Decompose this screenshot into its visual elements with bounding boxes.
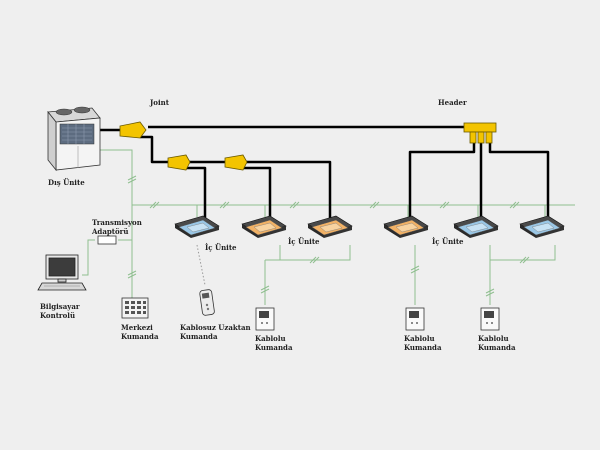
refrigerant-piping — [100, 125, 550, 218]
header-label: Header — [438, 98, 467, 107]
wireless-label-2: Kumanda — [180, 332, 218, 341]
indoor-unit-label-2: İç Ünite — [288, 237, 320, 246]
wired-label-2a: Kablolu — [404, 334, 435, 343]
pipe-unit-6 — [488, 142, 550, 218]
central-controller-icon — [121, 297, 149, 319]
transmission-label-2: Adaptörü — [91, 227, 128, 236]
pipe-unit-3 — [243, 160, 332, 218]
wired-label-1b: Kumanda — [255, 343, 293, 352]
cassette-unit-2 — [241, 215, 287, 239]
wireless-label-1: Kablosuz Uzaktan — [180, 323, 251, 332]
computer-icon — [37, 254, 87, 291]
joint-fittings — [119, 121, 248, 171]
wired-label-1a: Kablolu — [255, 334, 286, 343]
indoor-cassette-units — [174, 215, 565, 239]
outdoor-signal-wire — [95, 149, 133, 205]
outdoor-unit-icon — [47, 106, 101, 172]
cassette-unit-1 — [174, 215, 220, 239]
central-label-2: Kumanda — [121, 332, 159, 341]
indoor-unit-label-3: İç Ünite — [432, 237, 464, 246]
pipe-unit-4 — [408, 142, 476, 218]
cassette-unit-5 — [453, 215, 499, 239]
wired-remote-icon-1 — [255, 307, 275, 331]
main-joint-icon — [119, 121, 147, 139]
wired-remote-icon-2 — [405, 307, 425, 331]
transmission-label-1: Transmisyon — [92, 218, 142, 227]
joint-1-icon — [167, 154, 191, 171]
transmission-adapter-icon — [97, 235, 117, 245]
remote-wire-1 — [264, 259, 280, 305]
pipe-unit-1 — [182, 166, 207, 218]
central-label-1: Merkezi — [121, 323, 153, 332]
wired-label-3b: Kumanda — [478, 343, 516, 352]
joint-2-icon — [224, 154, 248, 171]
outdoor-unit-label: Dış Ünite — [48, 178, 85, 187]
wired-label-2b: Kumanda — [404, 343, 442, 352]
joint-label: Joint — [149, 98, 170, 107]
cassette-unit-4 — [383, 215, 429, 239]
wire-hatch-marks — [127, 175, 530, 297]
group-wire-1 — [279, 245, 351, 261]
indoor-unit-label-1: İç Ünite — [205, 243, 237, 252]
group-wire-3 — [489, 245, 556, 261]
cassette-unit-3 — [307, 215, 353, 239]
computer-label-2: Kontrolü — [40, 311, 75, 320]
cassette-unit-6 — [519, 215, 565, 239]
wireless-remote-icon — [199, 289, 215, 316]
pc-wire — [82, 239, 95, 276]
pipe-joint-branch — [140, 135, 170, 164]
pipe-unit-2 — [239, 166, 272, 218]
wireless-signal — [196, 244, 206, 286]
wired-remote-icon-3 — [480, 307, 500, 331]
wired-label-3a: Kablolu — [478, 334, 509, 343]
computer-label-1: Bilgisayar — [40, 302, 80, 311]
header-icon — [463, 122, 497, 144]
